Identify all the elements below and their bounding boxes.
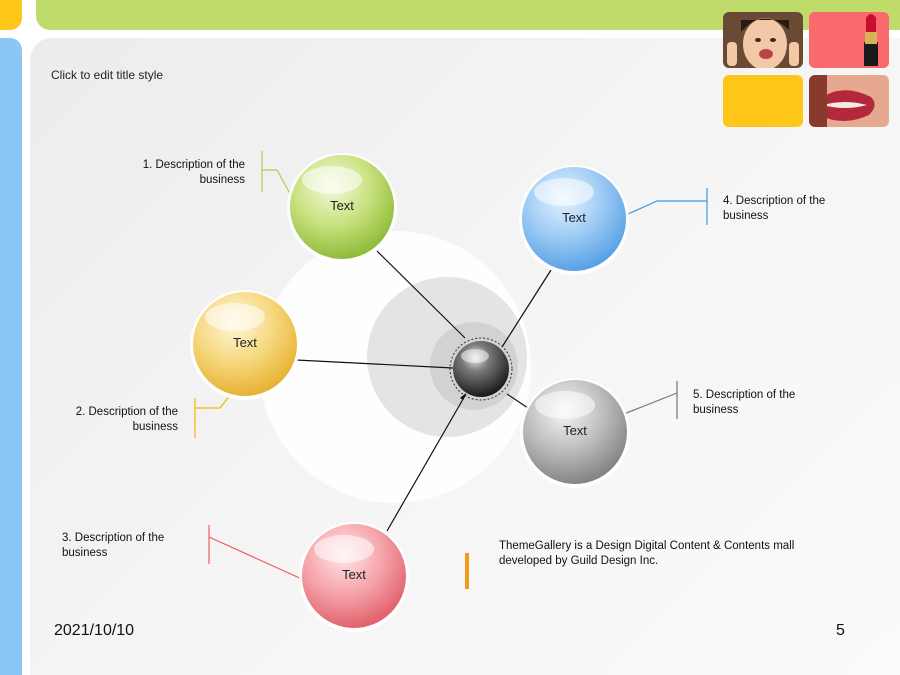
slide-page-number: 5 [836, 622, 845, 639]
connector-1 [376, 250, 466, 339]
slide-title[interactable]: Click to edit title style [51, 68, 164, 82]
bubble-1: Text [287, 153, 397, 263]
slide-date: 2021/10/10 [54, 622, 135, 639]
connector-2 [295, 359, 454, 369]
description-1-line1: 1. Description of the [142, 159, 245, 171]
bubble-4-label: Text [562, 210, 586, 225]
photo-lips [809, 75, 889, 127]
bubble-4: Text [519, 165, 629, 275]
description-1-line2: business [199, 174, 245, 186]
description-3[interactable]: 3. Description of the business [62, 531, 212, 561]
left-blue-stripe [0, 38, 22, 675]
company-note[interactable]: ThemeGallery is a Design Digital Content… [499, 540, 795, 567]
leader-line-1 [262, 169, 294, 200]
description-2[interactable]: 2. Description of the business [28, 405, 178, 435]
description-2-line1: 2. Description of the [75, 406, 178, 418]
description-3-line2: business [62, 547, 108, 559]
connector-5 [506, 393, 529, 409]
description-4-line1: 4. Description of the [723, 195, 826, 207]
connector-4 [501, 269, 552, 348]
description-5-line2: business [693, 404, 739, 416]
bubble-3: Text [299, 522, 409, 632]
leader-line-3 [208, 536, 316, 586]
bubble-2: Text [190, 290, 300, 400]
connector-3 [386, 393, 467, 532]
hub-sphere [453, 341, 509, 397]
company-note-accent-bar [465, 553, 469, 589]
bubble-1-label: Text [330, 198, 354, 213]
tile-yellow [723, 75, 803, 127]
corner-yellow-block [0, 0, 22, 30]
description-4-line2: business [723, 210, 769, 222]
description-3-line1: 3. Description of the [62, 532, 165, 544]
description-5[interactable]: 5. Description of the business [693, 388, 843, 418]
hub-dashed-ring [449, 337, 513, 401]
bubble-2-label: Text [233, 335, 257, 350]
description-4[interactable]: 4. Description of the business [723, 194, 873, 224]
description-1[interactable]: 1. Description of the business [95, 158, 245, 188]
photo-smiling-woman [723, 12, 803, 68]
photo-lipstick [809, 12, 889, 68]
bubble-5-label: Text [563, 423, 587, 438]
bubble-3-label: Text [342, 567, 366, 582]
description-2-line2: business [132, 421, 178, 433]
description-5-line1: 5. Description of the [693, 389, 796, 401]
bubble-5: Text [520, 378, 630, 488]
